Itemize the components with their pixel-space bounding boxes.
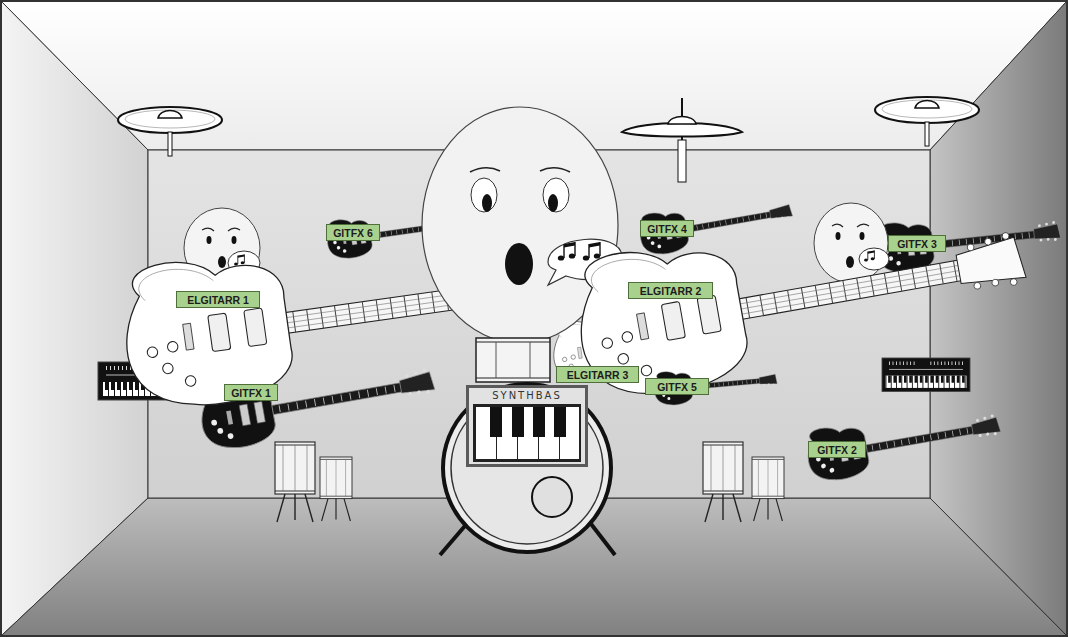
guitar-tag: GITFX 5 [645, 378, 709, 395]
hi-hat [622, 98, 742, 182]
guitar-tag: GITFX 4 [640, 220, 694, 237]
node-label: GITFX 4 [647, 223, 687, 235]
guitar-tag: ELGITARR 2 [628, 282, 713, 299]
black-guitar [653, 362, 778, 406]
tom-drum [703, 442, 743, 522]
guitar-tag: ELGITARR 3 [556, 366, 639, 383]
node-label: ELGITARR 3 [567, 369, 629, 381]
tom-drum [320, 457, 352, 521]
node-label: GITFX 2 [817, 444, 857, 456]
node-label: GITFX 5 [657, 381, 697, 393]
guitar-tag: ELGITARR 1 [176, 291, 260, 308]
node-label: SYNTHBAS [492, 390, 562, 401]
tom-drum [275, 442, 315, 522]
node-label: GITFX 6 [333, 227, 373, 239]
keyboard [882, 358, 970, 391]
guitar-tag: GITFX 6 [326, 224, 380, 241]
synth-box: SYNTHBAS [466, 385, 588, 467]
black-guitar [803, 398, 1004, 485]
guitar-tag: GITFX 2 [808, 441, 866, 458]
guitar-tag: GITFX 1 [224, 384, 278, 401]
node-label: ELGITARR 2 [640, 285, 702, 297]
node-label: ELGITARR 1 [187, 294, 249, 306]
cymbal [875, 97, 979, 146]
node-label: GITFX 3 [897, 238, 937, 250]
small-singer [814, 203, 889, 283]
cymbal [118, 107, 222, 156]
black-guitar [637, 189, 795, 257]
tom-drum [752, 457, 784, 521]
node-label: GITFX 1 [231, 387, 271, 399]
guitar-tag: GITFX 3 [888, 235, 946, 252]
